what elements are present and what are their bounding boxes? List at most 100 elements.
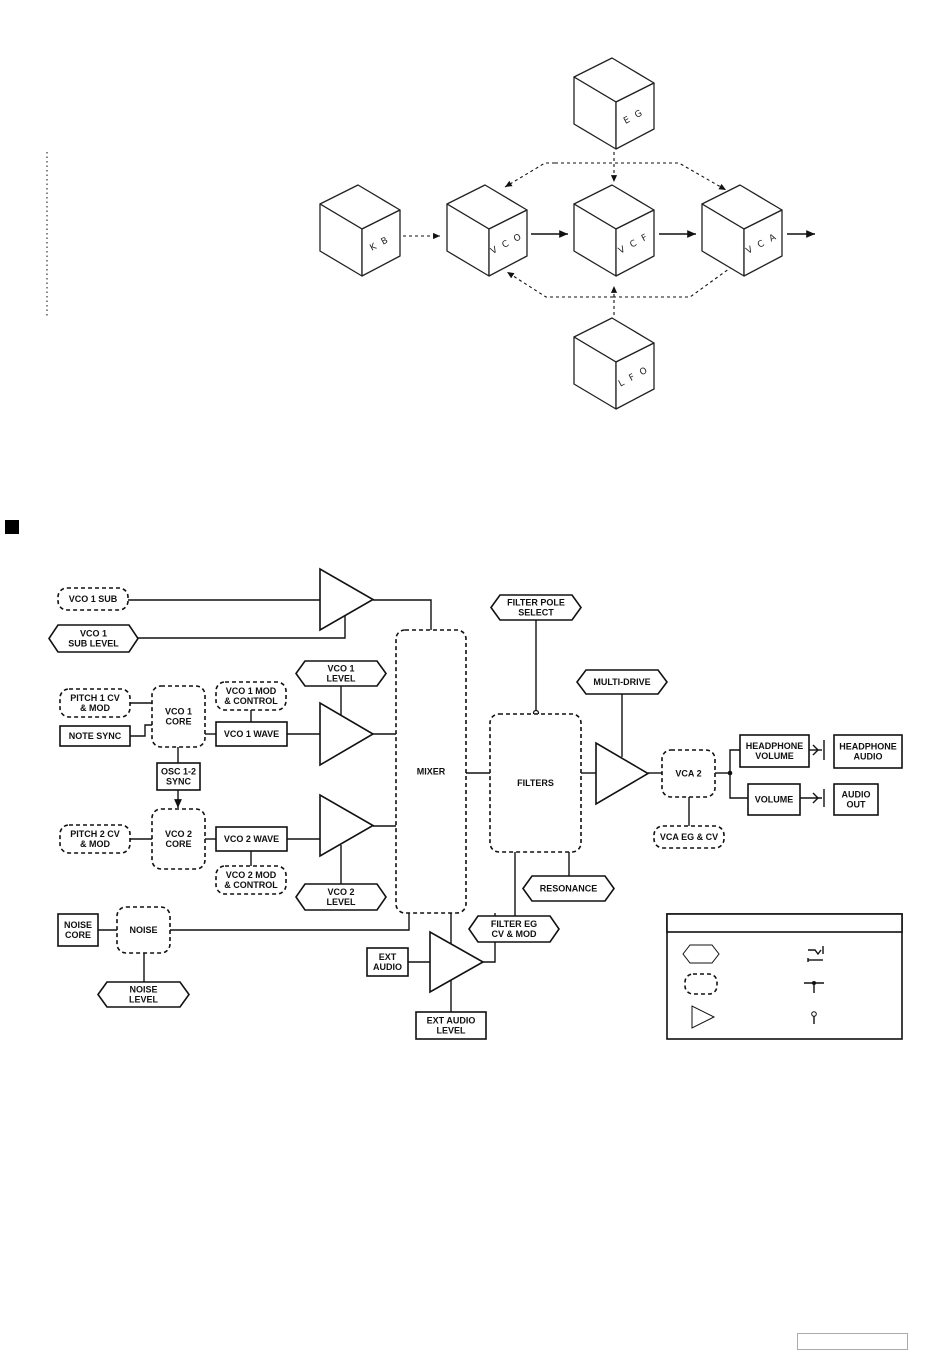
ext-audio-level-label-2: LEVEL — [436, 1026, 466, 1036]
filter-pole-select-label-2: SELECT — [518, 608, 554, 618]
vco1-amp — [319, 701, 375, 767]
legend-open-dot-icon — [811, 1011, 817, 1024]
note-sync-block: NOTE SYNC — [59, 725, 131, 747]
vco2-mod-label-1: VCO 2 MOD — [226, 870, 277, 880]
vco1-sub-block: VCO 1 SUB — [57, 587, 129, 611]
noise-level-label-1: NOISE — [129, 985, 157, 995]
multi-drive-block: MULTI-DRIVE — [576, 669, 668, 695]
pitch2-cv-label-1: PITCH 2 CV — [70, 829, 120, 839]
noise-core-label-2: CORE — [65, 930, 91, 940]
pitch2-cv-label-2: & MOD — [80, 839, 110, 849]
vca-split-dot — [727, 770, 733, 776]
cube-kb: K B — [319, 184, 401, 277]
filter-eg-label-2: CV & MOD — [492, 929, 538, 939]
vco1-sub-label: VCO 1 SUB — [69, 594, 118, 604]
legend-amp-triangle — [691, 1005, 716, 1029]
legend-junction-icon — [804, 981, 824, 993]
osc-sync-label-2: SYNC — [166, 777, 192, 787]
headphone-volume-label-1: HEADPHONE — [746, 741, 804, 751]
output-jack-headphone — [812, 740, 825, 760]
volume-label: VOLUME — [755, 795, 794, 805]
concept-cubes: K B V C O V C F V C A E G L F O — [319, 57, 783, 410]
vco2-core-label-1: VCO 2 — [165, 829, 192, 839]
vco2-mod-block: VCO 2 MOD& CONTROL — [215, 865, 287, 895]
resonance-block: RESONANCE — [522, 875, 615, 902]
legend-jack-icon — [807, 946, 824, 962]
vca-eg-cv-label: VCA EG & CV — [660, 832, 718, 842]
cube-vca: V C A — [701, 184, 783, 277]
pitch1-cv-label-1: PITCH 1 CV — [70, 693, 120, 703]
resonance-label: RESONANCE — [540, 884, 598, 894]
vca2-block: VCA 2 — [661, 749, 716, 798]
headphone-volume-label-2: VOLUME — [755, 751, 794, 761]
cube-vco: V C O — [446, 184, 528, 277]
concept-connections — [403, 152, 815, 315]
noise-level-label-2: LEVEL — [129, 995, 159, 1005]
osc-sync-label-1: OSC 1-2 — [161, 767, 196, 777]
audio-out-label-2: OUT — [847, 800, 867, 810]
volume-block: VOLUME — [747, 783, 801, 816]
mixer-block: MIXER — [395, 629, 467, 914]
ext-audio-level-label-1: EXT AUDIO — [427, 1016, 476, 1026]
vco1-sub-amp — [319, 567, 375, 632]
vco1-mod-block: VCO 1 MOD& CONTROL — [215, 681, 287, 711]
ext-audio-label-1: EXT — [379, 952, 397, 962]
section-marker — [5, 520, 19, 534]
pitch1-cv-block: PITCH 1 CV& MOD — [59, 688, 131, 718]
vco1-level-label-2: LEVEL — [326, 674, 356, 684]
ext-audio-label-2: AUDIO — [373, 962, 402, 972]
vco2-wave-label: VCO 2 WAVE — [224, 834, 279, 844]
page-footer-box — [797, 1333, 908, 1350]
noise-core-label-1: NOISE — [64, 920, 92, 930]
ext-audio-amp — [429, 930, 485, 994]
output-jack-audio — [812, 789, 825, 807]
filter-out-amp — [595, 741, 650, 806]
vco2-wave-block: VCO 2 WAVE — [215, 826, 288, 852]
vco1-core-label-1: VCO 1 — [165, 707, 192, 717]
vco1-sub-level-label-1: VCO 1 — [80, 629, 107, 639]
headphone-audio-label-2: AUDIO — [854, 752, 883, 762]
cube-vcf: V C F — [573, 184, 655, 277]
cube-eg: E G — [573, 57, 655, 150]
block-wires — [98, 599, 822, 1012]
pitch1-cv-label-2: & MOD — [80, 703, 110, 713]
noise-label: NOISE — [129, 925, 157, 935]
vco2-level-label-1: VCO 2 — [327, 887, 354, 897]
vco2-amp — [319, 793, 375, 858]
note-sync-label: NOTE SYNC — [69, 731, 122, 741]
noise-block: NOISE — [116, 906, 171, 954]
filter-eg-label-1: FILTER EG — [491, 919, 537, 929]
vco1-sub-level-label-2: SUB LEVEL — [68, 639, 119, 649]
multi-drive-label: MULTI-DRIVE — [593, 677, 650, 687]
vco1-mod-label-2: & CONTROL — [224, 696, 278, 706]
headphone-audio-label-1: HEADPHONE — [839, 742, 897, 752]
pitch2-cv-block: PITCH 2 CV& MOD — [59, 824, 131, 854]
legend-process-dashed — [684, 973, 718, 995]
vco1-mod-label-1: VCO 1 MOD — [226, 686, 277, 696]
vca-eg-cv-block: VCA EG & CV — [653, 825, 725, 849]
vco1-level-label-1: VCO 1 — [327, 664, 354, 674]
cube-lfo: L F O — [573, 317, 655, 410]
vco1-wave-label: VCO 1 WAVE — [224, 729, 279, 739]
filters-label: FILTERS — [517, 778, 554, 788]
legend-control-hex — [682, 944, 720, 964]
vco1-wave-block: VCO 1 WAVE — [215, 721, 288, 747]
vco1-core-label-2: CORE — [165, 717, 191, 727]
vca2-label: VCA 2 — [675, 769, 701, 779]
